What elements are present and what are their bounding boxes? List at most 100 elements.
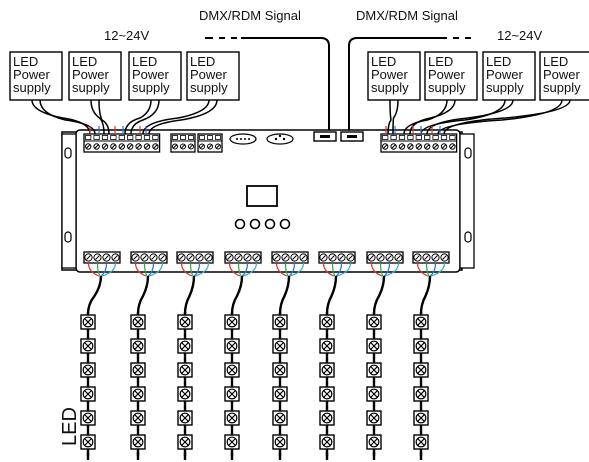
power-supply-label: supply — [132, 80, 170, 95]
power-supply-label: Power — [190, 67, 228, 82]
led-lamp-icon — [319, 338, 335, 354]
led-lamp-icon — [319, 434, 335, 450]
led-lamp-icon — [224, 386, 240, 402]
led-lamp-icon — [80, 338, 96, 354]
led-lamp-icon — [272, 338, 288, 354]
led-lamp-icon — [80, 362, 96, 378]
power-supplies-right: LEDPowersupplyLEDPowersupplyLEDPowersupp… — [367, 51, 589, 101]
led-lamp-icon — [319, 410, 335, 426]
led-lamp-icon — [177, 434, 193, 450]
output-terminal — [318, 251, 356, 277]
led-lamp-icon — [130, 410, 146, 426]
output-terminal — [83, 251, 121, 277]
led-lamp-icon — [319, 362, 335, 378]
mount-ear-left — [61, 133, 77, 269]
led-lamp-icon — [224, 434, 240, 450]
led-lamp-icon — [177, 410, 193, 426]
power-supply-label: supply — [428, 80, 466, 95]
power-supply-label: Power — [132, 67, 170, 82]
power-supply-label: Power — [486, 67, 524, 82]
led-lamp-icon — [130, 338, 146, 354]
voltage-label-right: 12~24V — [497, 28, 543, 43]
power-supply-label: LED — [543, 54, 568, 69]
power-supply-label: supply — [13, 80, 51, 95]
mount-ear-right — [459, 133, 475, 269]
led-lamp-icon — [319, 386, 335, 402]
mount-hole — [464, 231, 472, 243]
output-terminal — [271, 251, 309, 277]
led-string — [224, 275, 244, 460]
led-strings — [80, 275, 432, 460]
dmx-signal-label-left: DMX/RDM Signal — [199, 8, 301, 23]
control-buttons — [234, 218, 291, 230]
led-lamp-icon — [413, 362, 429, 378]
controller-unit — [61, 129, 475, 277]
led-lamp-icon — [224, 362, 240, 378]
dmx-signal-line-right — [348, 37, 471, 132]
control-button — [279, 218, 291, 230]
led-lamp-icon — [224, 410, 240, 426]
power-input-terminal-left — [83, 133, 161, 153]
led-string — [319, 275, 338, 460]
led-lamp-icon — [80, 386, 96, 402]
mount-hole — [64, 147, 72, 159]
xlr-connector-in — [229, 133, 257, 145]
power-supply-label: supply — [486, 80, 524, 95]
signal-terminals — [170, 133, 223, 153]
output-terminal — [412, 251, 450, 277]
led-lamp-icon — [224, 314, 240, 330]
output-terminal — [366, 251, 404, 277]
led-string — [80, 275, 103, 460]
mount-hole — [64, 231, 72, 243]
led-lamp-icon — [177, 314, 193, 330]
voltage-label-left: 12~24V — [104, 28, 150, 43]
power-supply-label: LED — [371, 54, 396, 69]
led-string — [130, 275, 150, 460]
led-lamp-icon — [413, 410, 429, 426]
power-supply-label: LED — [13, 54, 38, 69]
led-lamp-icon — [366, 314, 382, 330]
led-lamp-icon — [177, 362, 193, 378]
led-lamp-icon — [272, 314, 288, 330]
led-lamp-icon — [224, 338, 240, 354]
led-string — [366, 275, 386, 460]
power-supply-label: Power — [72, 67, 110, 82]
output-terminal — [224, 251, 262, 277]
led-lamp-icon — [366, 410, 382, 426]
psu-wires — [31, 99, 571, 135]
led-string — [177, 275, 196, 460]
dmx-signal-lines — [205, 37, 471, 132]
led-lamp-icon — [413, 386, 429, 402]
led-lamp-icon — [272, 362, 288, 378]
power-supply-label: Power — [371, 67, 409, 82]
led-lamp-icon — [80, 434, 96, 450]
led-lamp-icon — [80, 314, 96, 330]
power-supply-label: Power — [428, 67, 466, 82]
led-lamp-icon — [366, 434, 382, 450]
led-lamp-icon — [177, 386, 193, 402]
led-string — [272, 275, 291, 460]
led-label: LED — [59, 407, 81, 446]
led-lamp-icon — [130, 434, 146, 450]
power-supply-label: Power — [543, 67, 581, 82]
dmx-signal-line-left — [205, 37, 330, 132]
power-supply-label: LED — [72, 54, 97, 69]
control-button — [234, 218, 246, 230]
output-terminal — [176, 251, 214, 277]
led-string — [413, 275, 432, 460]
power-supply-label: supply — [371, 80, 409, 95]
power-input-terminal-right — [380, 133, 458, 153]
led-lamp-icon — [80, 410, 96, 426]
power-supply-label: LED — [190, 54, 215, 69]
power-supply-label: LED — [486, 54, 511, 69]
led-lamp-icon — [272, 410, 288, 426]
led-lamp-icon — [272, 434, 288, 450]
led-lamp-icon — [272, 386, 288, 402]
power-supply-label: supply — [72, 80, 110, 95]
